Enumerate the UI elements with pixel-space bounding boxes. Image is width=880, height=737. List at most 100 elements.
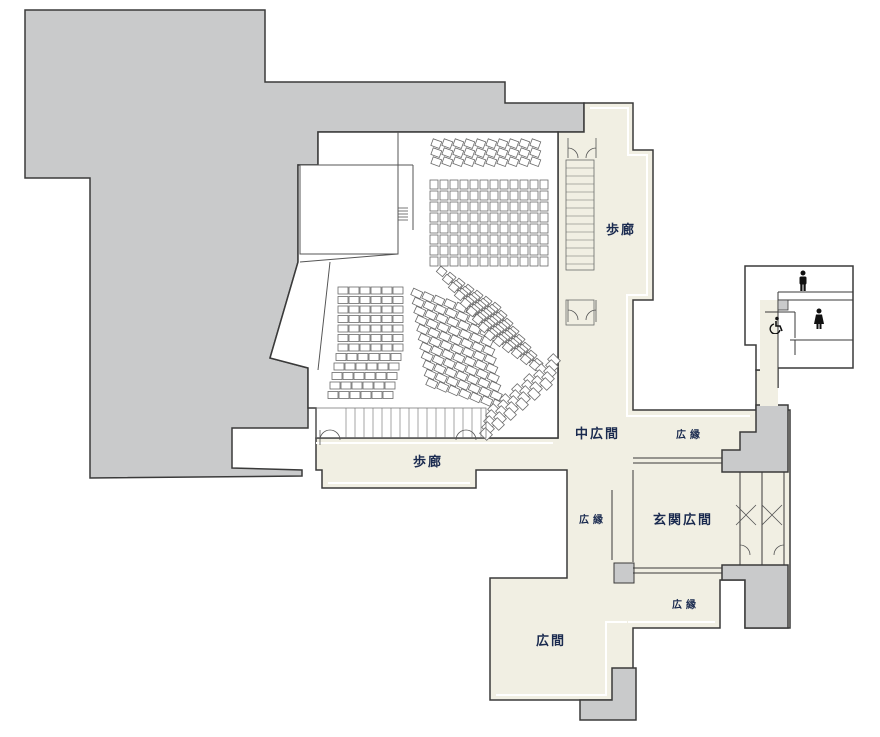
column [613,562,635,584]
seat [353,372,365,380]
seat [509,212,519,223]
female-toilet-icon [814,308,824,329]
seat [427,327,441,339]
seat [337,343,349,352]
seat [344,362,356,371]
rear-stairs [315,407,487,439]
seat [539,234,549,245]
seat [479,223,489,234]
seat [337,334,349,342]
seat [349,391,361,399]
seat [430,147,443,158]
seat [425,318,439,330]
seat [368,353,380,361]
seat [429,190,439,201]
seat [432,294,446,307]
seat [529,179,539,190]
existing-block-s [579,667,637,721]
seat [327,391,339,399]
seat [519,234,529,245]
seat [381,343,393,352]
seat [441,138,454,149]
seat [441,273,454,286]
seat [458,388,472,400]
seat [388,362,400,371]
seat [359,305,371,314]
seat [346,353,358,361]
seat [381,315,393,323]
stage [299,164,399,255]
seat [337,324,349,333]
seat [439,339,453,352]
seat [362,381,374,390]
seat [445,375,459,388]
seat [420,350,434,363]
seat [359,286,371,295]
seat [392,286,404,295]
seat [509,256,519,267]
seat [411,296,425,309]
seat [392,324,404,333]
seat [529,190,539,201]
seat [342,372,354,380]
seat [455,370,469,382]
seat [499,190,509,201]
seat [439,234,449,245]
seat [381,305,393,314]
seat [377,362,389,371]
seat [348,305,360,314]
seat [430,156,443,167]
seat [434,372,448,384]
seat [392,334,404,342]
seat [452,138,465,149]
seat [435,312,449,325]
seat [370,343,382,352]
seat [439,212,449,223]
corridor-area [315,102,791,701]
seat [429,234,439,245]
seat [518,147,531,158]
seat [441,147,454,158]
corridor-east-label: 歩廊 [606,223,637,238]
seat [421,291,435,303]
seat [499,179,509,190]
seat [471,313,484,326]
seat [359,343,371,352]
doors [319,138,597,445]
seat [351,381,363,390]
seat [433,363,447,375]
seat [439,201,449,212]
seat [491,417,505,431]
seat [392,343,404,352]
seat [348,324,360,333]
seat [446,316,460,328]
seat [375,372,387,380]
seat [509,234,519,245]
seat [469,332,483,344]
seat [329,381,341,390]
seat [449,190,459,201]
seat [459,256,469,267]
existing-block-se [721,564,789,629]
seat [499,201,509,212]
seat [507,138,520,149]
seat [465,305,478,318]
side-aisle-stairs [565,159,595,326]
seat [529,201,539,212]
seat [469,256,479,267]
seat [496,156,509,167]
seat [503,407,517,421]
seat [337,286,349,295]
seat [439,256,449,267]
seat [449,245,459,256]
seat [449,201,459,212]
seat [507,147,520,158]
seat [519,212,529,223]
middle-hall-label: 中広間 [575,427,621,442]
seat [452,156,465,167]
seat [489,234,499,245]
seat [337,315,349,323]
seat [340,381,352,390]
seat [442,357,456,370]
seat [539,223,549,234]
